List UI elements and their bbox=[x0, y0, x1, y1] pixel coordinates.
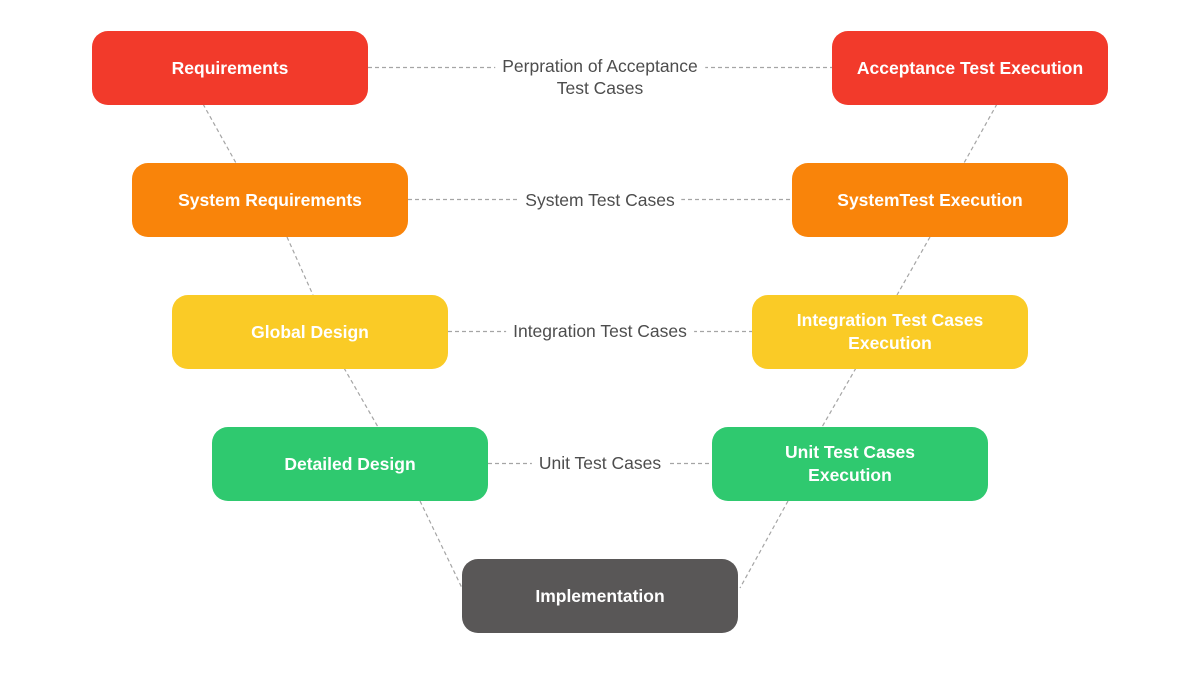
connector-systest-acceptance bbox=[963, 103, 998, 164]
node-system-requirements: System Requirements bbox=[132, 163, 408, 237]
connector-label-integration-test-cases: Integration Test Cases bbox=[506, 319, 694, 343]
node-integration-test-cases-execution: Integration Test Cases Execution bbox=[752, 295, 1028, 369]
node-detailed-design: Detailed Design bbox=[212, 427, 488, 501]
connector-detailed-impl bbox=[419, 500, 463, 589]
node-systemtest-execution: SystemTest Execution bbox=[792, 163, 1068, 237]
connector-sysreq-global bbox=[286, 236, 314, 296]
connector-label-unit-test-cases: Unit Test Cases bbox=[531, 451, 669, 475]
node-acceptance-test-execution: Acceptance Test Execution bbox=[832, 31, 1108, 105]
node-implementation: Implementation bbox=[462, 559, 738, 633]
connector-inttest-systest bbox=[896, 236, 931, 296]
connector-req-sysreq bbox=[202, 103, 237, 164]
connector-label-acceptance-test-cases: Perpration of Acceptance Test Cases bbox=[495, 54, 705, 100]
node-global-design: Global Design bbox=[172, 295, 448, 369]
connector-unittest-inttest bbox=[821, 367, 857, 428]
connector-global-detailed bbox=[343, 367, 379, 428]
node-unit-test-cases-execution: Unit Test Cases Execution bbox=[712, 427, 988, 501]
connector-impl-unittest bbox=[739, 500, 789, 589]
node-requirements: Requirements bbox=[92, 31, 368, 105]
connector-label-system-test-cases: System Test Cases bbox=[518, 188, 682, 212]
